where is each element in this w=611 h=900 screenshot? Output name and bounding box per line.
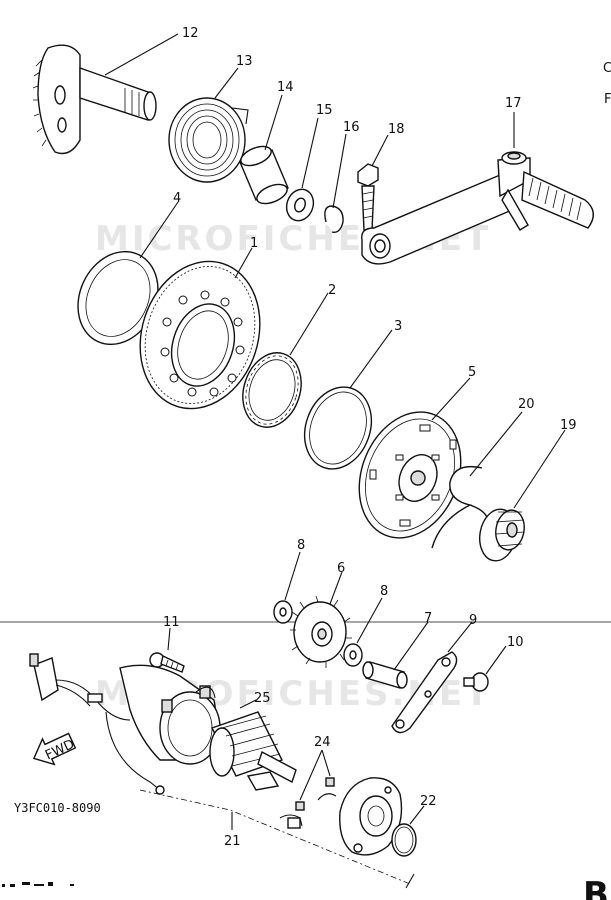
part-17-kick-crank	[361, 151, 594, 265]
leader-2	[289, 292, 329, 356]
label-1: 1	[250, 236, 258, 251]
label-25: 25	[254, 691, 271, 706]
end-tick	[405, 873, 415, 889]
leader-25	[239, 699, 257, 709]
label-22: 22	[420, 794, 437, 809]
leader-9	[447, 621, 473, 653]
label-14: 14	[277, 80, 294, 95]
part-18-bolt	[357, 163, 379, 231]
leader-3	[349, 329, 393, 389]
label-13: 13	[236, 54, 253, 69]
label-12: 12	[182, 26, 199, 41]
part-22-o-ring	[391, 823, 417, 857]
leader-13	[214, 67, 239, 99]
label-21: 21	[224, 834, 241, 849]
leader-24b	[299, 749, 323, 801]
leader-8b	[356, 597, 383, 644]
part-7-idler-shaft	[362, 661, 408, 689]
label-5: 5	[468, 365, 476, 380]
leader-19	[513, 429, 566, 509]
leader-14	[264, 94, 283, 151]
part-1-kick-gear	[139, 260, 261, 410]
label-17: 17	[505, 96, 522, 111]
label-4: 4	[173, 191, 181, 206]
label-9: 9	[469, 613, 477, 628]
part-19-pinion-gear	[479, 508, 525, 562]
part-5-clutch-plate	[358, 411, 462, 539]
leader-18	[371, 134, 389, 167]
label-11: 11	[163, 615, 180, 630]
label-15: 15	[316, 103, 333, 118]
leader-8a	[284, 551, 301, 601]
part-15-washer	[285, 188, 315, 222]
part-24-brushes	[279, 777, 337, 829]
part-2-bearing	[242, 352, 302, 428]
fwd-arrow-icon: FWD	[32, 732, 77, 766]
leader-15	[301, 117, 319, 189]
leader-5	[431, 377, 471, 421]
part-12-kick-shaft	[32, 44, 157, 155]
label-18: 18	[388, 122, 405, 137]
starter-brush-holder	[119, 664, 221, 765]
label-8a: 8	[297, 538, 305, 553]
leader-10	[485, 645, 507, 675]
leader-20	[469, 411, 523, 477]
label-19: 19	[560, 418, 577, 433]
leader-6	[329, 571, 343, 605]
corner-letter: B	[583, 875, 609, 900]
part-8-washer-a	[273, 600, 293, 624]
edge-mark-c: C	[603, 61, 611, 76]
leader-11	[167, 627, 171, 651]
label-20: 20	[518, 397, 535, 412]
leader-1	[234, 247, 253, 279]
label-24: 24	[314, 735, 331, 750]
leader-4	[139, 201, 179, 259]
leader-16	[332, 133, 347, 209]
starter-connector	[29, 653, 165, 795]
leader-7	[393, 621, 429, 671]
starter-end-cover	[339, 777, 403, 856]
label-16: 16	[343, 120, 360, 135]
leader-22	[409, 805, 425, 825]
part-10-screw	[463, 672, 489, 692]
edge-mark-f: F	[604, 92, 611, 107]
svg-text:FWD: FWD	[43, 737, 77, 763]
diagram-code: Y3FC010-8090	[14, 801, 101, 815]
part-6-idler-gear	[290, 595, 352, 668]
corner-noise-marks	[2, 882, 74, 887]
leader-12	[104, 33, 179, 76]
label-10: 10	[507, 635, 524, 650]
part-9-plate	[391, 651, 458, 734]
leader-24a	[321, 749, 331, 777]
part-14-collar	[239, 145, 289, 205]
part-3-ring	[303, 386, 373, 470]
part-16-circlip	[324, 205, 344, 233]
part-8-washer-b	[343, 643, 363, 667]
label-3: 3	[394, 319, 402, 334]
label-6: 6	[337, 561, 345, 576]
part-13-torsion-spring	[168, 97, 249, 183]
label-8b: 8	[380, 584, 388, 599]
assembly-line-21	[139, 789, 411, 885]
label-2: 2	[328, 283, 336, 298]
label-7: 7	[424, 611, 432, 626]
starter-armature	[209, 711, 297, 791]
